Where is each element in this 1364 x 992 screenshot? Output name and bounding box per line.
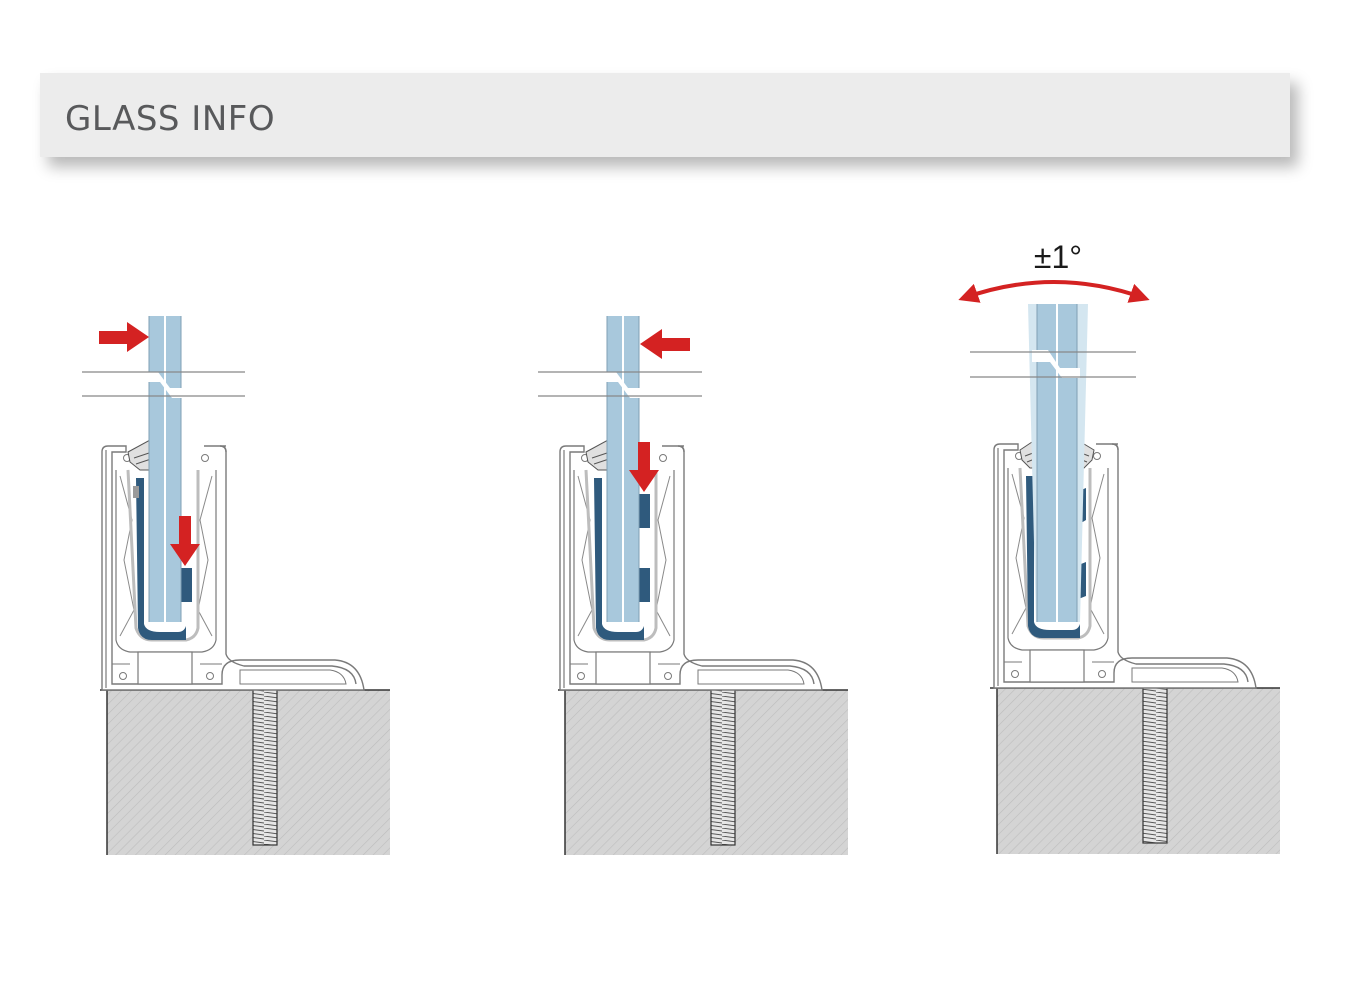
header-bar: GLASS INFO [40,73,1290,157]
panel-push-right [82,316,390,855]
glass-pane [145,316,186,622]
panel-tilt: ±1° [958,239,1280,854]
wedge-gasket [180,568,192,602]
base-profile [101,445,365,691]
base-profile [993,443,1257,689]
arrow-push-left [640,329,690,359]
tolerance-label: ±1° [1034,239,1082,275]
glass-pane [603,316,644,622]
page-title: GLASS INFO [65,99,276,139]
setting-block [1026,476,1080,638]
anchor-bolt [252,679,278,846]
wedge-gasket [638,494,650,528]
concrete-slab [107,690,390,855]
anchor-bolt [1142,677,1168,844]
concrete-slab [565,690,848,855]
concrete-slab [997,688,1280,854]
setting-block [136,478,186,640]
anchor-bolt [710,679,736,846]
arrow-down [170,516,200,566]
arrow-push-right [99,322,149,352]
wedge-gasket [638,568,650,602]
panel-push-left [538,316,848,855]
base-profile [559,445,823,691]
arrow-down [629,442,659,492]
setting-block [594,478,644,640]
tilt-arc-arrow [958,280,1150,303]
glass-pane [1032,304,1080,622]
